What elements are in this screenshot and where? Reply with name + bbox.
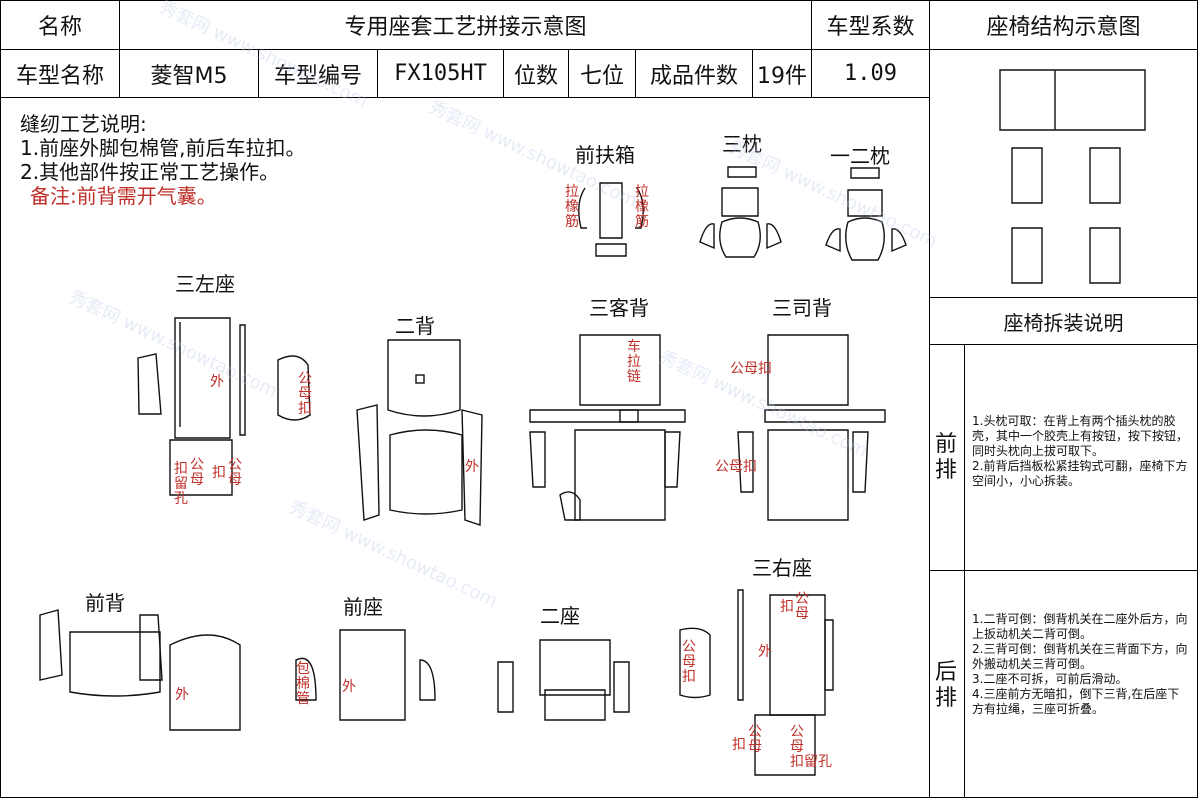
outer-label-second-back: 外 <box>465 459 479 475</box>
second-seat-pattern <box>497 639 630 721</box>
model-name-label: 车型名称 <box>0 49 120 98</box>
outer-label-third-left: 外 <box>210 374 224 390</box>
front-armrest-pattern <box>578 182 644 257</box>
buckle-label-third-right-left: 公母扣 <box>682 639 696 685</box>
part-title-front-seat: 前座 <box>343 595 383 619</box>
elastic-label-right: 拉橡筋 <box>635 184 649 230</box>
part-title-front-back: 前背 <box>85 591 125 615</box>
part-title-front-armrest: 前扶箱 <box>575 143 635 167</box>
first-second-pillow-pattern <box>825 167 907 261</box>
buckle-label-driver-top: 公母扣 <box>730 361 772 377</box>
model-code-label: 车型编号 <box>258 49 378 98</box>
model-name: 菱智M5 <box>119 49 259 98</box>
buckle-label-driver-bottom: 公母扣 <box>715 459 757 475</box>
part-title-third-left-seat: 三左座 <box>175 272 235 296</box>
notes-line-1: 1.前座外脚包棉管,前后车拉扣。 <box>20 136 306 160</box>
sewing-notes: 缝纫工艺说明: 1.前座外脚包棉管,前后车拉扣。 2.其他部件按正常工艺操作。 … <box>20 112 305 208</box>
male-female-label-2: 公母 <box>228 457 242 488</box>
rear-row-label: 后排 <box>935 660 958 711</box>
part-title-third-passenger-back: 三客背 <box>589 296 649 320</box>
part-title-third-pillow: 三枕 <box>722 132 762 156</box>
part-title-second-back: 二背 <box>395 314 435 338</box>
male-female-label-1: 公母 <box>190 457 204 488</box>
buckle-label-third-right-top: 扣 <box>780 599 794 615</box>
rear-row-text: 1.二背可倒：倒背机关在二座外后方，向上扳动机关二背可倒。 2.三背可倒：倒背机… <box>972 612 1188 716</box>
front-row-text: 1.头枕可取：在背上有两个插头枕的胶壳，其中一个胶壳上有按钮，按下按钮，同时头枕… <box>972 414 1189 488</box>
third-driver-back-pattern <box>737 334 886 521</box>
second-back-pattern <box>356 339 483 526</box>
part-title-second-seat: 二座 <box>540 604 580 628</box>
third-right-seat-pattern <box>679 589 834 776</box>
part-title-third-right-seat: 三右座 <box>752 556 812 580</box>
cotton-tube-label: 包棉管 <box>296 661 310 707</box>
third-passenger-back-pattern <box>529 334 686 521</box>
coef-value: 1.09 <box>811 49 930 98</box>
buckle-hole-label-2: 扣留孔 <box>790 754 832 770</box>
outer-label-front-back: 外 <box>175 687 189 703</box>
notes-remark: 备注:前背需开气囊。 <box>30 184 217 208</box>
third-pillow-pattern <box>699 166 782 258</box>
seat-structure-sketch <box>999 69 1146 284</box>
outer-label-front-seat: 外 <box>342 679 356 695</box>
notes-line-2: 2.其他部件按正常工艺操作。 <box>20 160 280 184</box>
coef-label: 车型系数 <box>811 0 930 50</box>
buckle-hole-label: 扣留孔 <box>174 461 188 507</box>
buckle-label-third-right-bottom: 扣 <box>732 737 746 753</box>
third-left-seat-pattern <box>137 317 311 496</box>
front-row-label: 前排 <box>935 432 958 483</box>
elastic-label-left: 拉橡筋 <box>565 184 579 230</box>
buckle-label-1: 扣 <box>212 465 226 481</box>
rear-row-text-cell <box>964 570 1198 798</box>
male-female-label-5: 公母 <box>790 724 804 755</box>
buckle-label-third-left: 公母扣 <box>298 371 312 417</box>
part-title-first-second-pillow: 一二枕 <box>830 144 890 168</box>
pieces-label: 成品件数 <box>635 49 753 98</box>
male-female-label-3: 公母 <box>795 591 809 622</box>
front-seat-pattern <box>295 629 436 721</box>
notes-heading: 缝纫工艺说明: <box>20 112 147 136</box>
part-title-third-driver-back: 三司背 <box>772 296 832 320</box>
male-female-label-4: 公母 <box>748 724 762 755</box>
outer-label-third-right: 外 <box>758 644 772 660</box>
zipper-label: 车拉链 <box>627 339 641 385</box>
front-back-pattern <box>39 609 241 731</box>
